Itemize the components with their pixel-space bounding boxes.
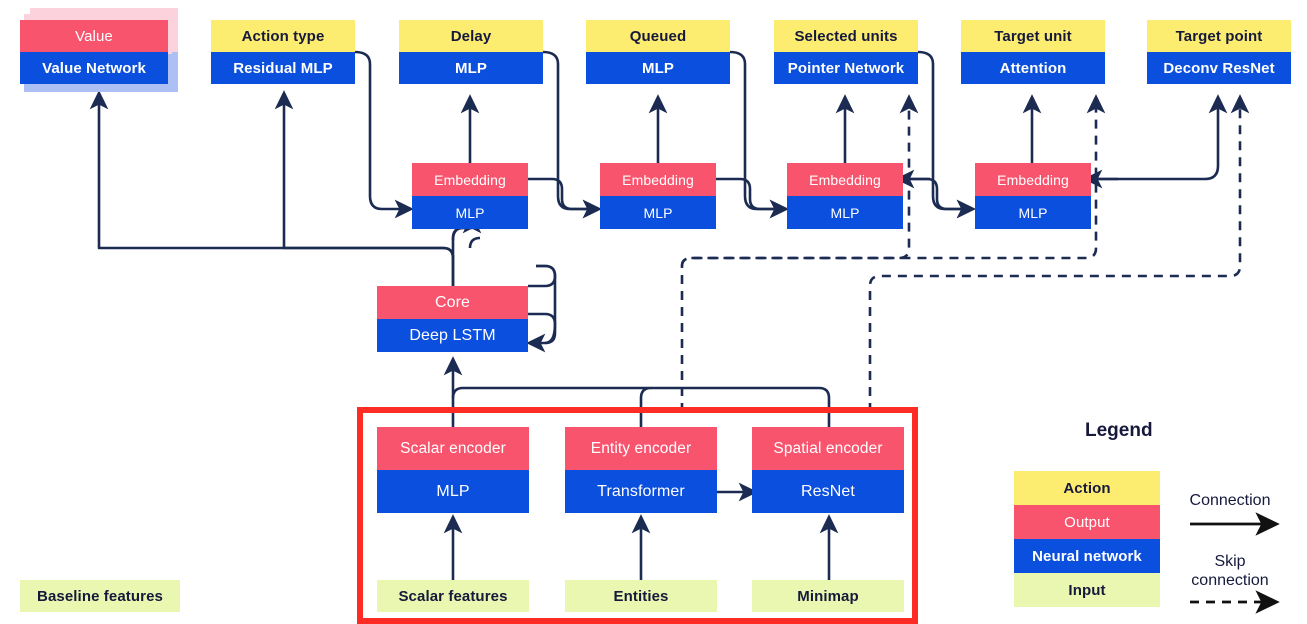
head-target-point-network: Deconv ResNet <box>1147 52 1291 84</box>
embedding-1-output: Embedding <box>412 163 528 196</box>
legend-swatch-neural-network: Neural network <box>1014 539 1160 573</box>
encoder-scalar[interactable]: Scalar encoder MLP <box>377 427 529 513</box>
input-baseline-features[interactable]: Baseline features <box>20 580 180 612</box>
embedding-2-output: Embedding <box>600 163 716 196</box>
encoder-entity[interactable]: Entity encoder Transformer <box>565 427 717 513</box>
legend-swatch-action: Action <box>1014 471 1160 505</box>
legend-connection-label: Connection <box>1189 492 1271 509</box>
embedding-4-network: MLP <box>975 196 1091 229</box>
embedding-3-output: Embedding <box>787 163 903 196</box>
core-module[interactable]: Core Deep LSTM <box>377 286 528 352</box>
encoder-spatial-output: Spatial encoder <box>752 427 904 470</box>
core-output: Core <box>377 286 528 319</box>
head-value-network: Value Network <box>20 52 168 84</box>
head-target-unit[interactable]: Target unit Attention <box>961 20 1105 84</box>
embedding-2-network: MLP <box>600 196 716 229</box>
embedding-3[interactable]: Embedding MLP <box>787 163 903 229</box>
encoder-highlight-box <box>357 407 918 624</box>
head-selected-units[interactable]: Selected units Pointer Network <box>774 20 918 84</box>
head-target-point[interactable]: Target point Deconv ResNet <box>1147 20 1291 84</box>
input-minimap[interactable]: Minimap <box>752 580 904 612</box>
head-value-action: Value <box>20 20 168 52</box>
head-queued[interactable]: Queued MLP <box>586 20 730 84</box>
input-scalar-features-label: Scalar features <box>377 580 529 612</box>
input-entities-label: Entities <box>565 580 717 612</box>
head-queued-action: Queued <box>586 20 730 52</box>
legend-skip-label-line1: Skip <box>1214 553 1246 570</box>
head-action-type-action: Action type <box>211 20 355 52</box>
head-target-point-action: Target point <box>1147 20 1291 52</box>
embedding-1[interactable]: Embedding MLP <box>412 163 528 229</box>
legend-swatch-input: Input <box>1014 573 1160 607</box>
legend-swatches: Action Output Neural network Input <box>1014 471 1160 607</box>
core-network: Deep LSTM <box>377 319 528 352</box>
encoder-entity-output: Entity encoder <box>565 427 717 470</box>
encoder-scalar-network: MLP <box>377 470 529 513</box>
encoder-spatial[interactable]: Spatial encoder ResNet <box>752 427 904 513</box>
legend-title: Legend <box>1085 420 1153 441</box>
encoder-scalar-output: Scalar encoder <box>377 427 529 470</box>
embedding-3-network: MLP <box>787 196 903 229</box>
head-target-unit-action: Target unit <box>961 20 1105 52</box>
head-selected-units-network: Pointer Network <box>774 52 918 84</box>
head-action-type-network: Residual MLP <box>211 52 355 84</box>
encoder-entity-network: Transformer <box>565 470 717 513</box>
head-selected-units-action: Selected units <box>774 20 918 52</box>
input-scalar-features[interactable]: Scalar features <box>377 580 529 612</box>
head-queued-network: MLP <box>586 52 730 84</box>
head-delay-action: Delay <box>399 20 543 52</box>
embedding-4-output: Embedding <box>975 163 1091 196</box>
head-delay-network: MLP <box>399 52 543 84</box>
encoder-spatial-network: ResNet <box>752 470 904 513</box>
embedding-4[interactable]: Embedding MLP <box>975 163 1091 229</box>
embedding-1-network: MLP <box>412 196 528 229</box>
head-target-unit-network: Attention <box>961 52 1105 84</box>
input-entities[interactable]: Entities <box>565 580 717 612</box>
input-baseline-features-label: Baseline features <box>20 580 180 612</box>
head-action-type[interactable]: Action type Residual MLP <box>211 20 355 84</box>
embedding-2[interactable]: Embedding MLP <box>600 163 716 229</box>
legend-skip-label-line2: connection <box>1191 572 1269 589</box>
head-value[interactable]: Value Value Network <box>20 20 168 84</box>
input-minimap-label: Minimap <box>752 580 904 612</box>
legend-swatch-output: Output <box>1014 505 1160 539</box>
head-delay[interactable]: Delay MLP <box>399 20 543 84</box>
